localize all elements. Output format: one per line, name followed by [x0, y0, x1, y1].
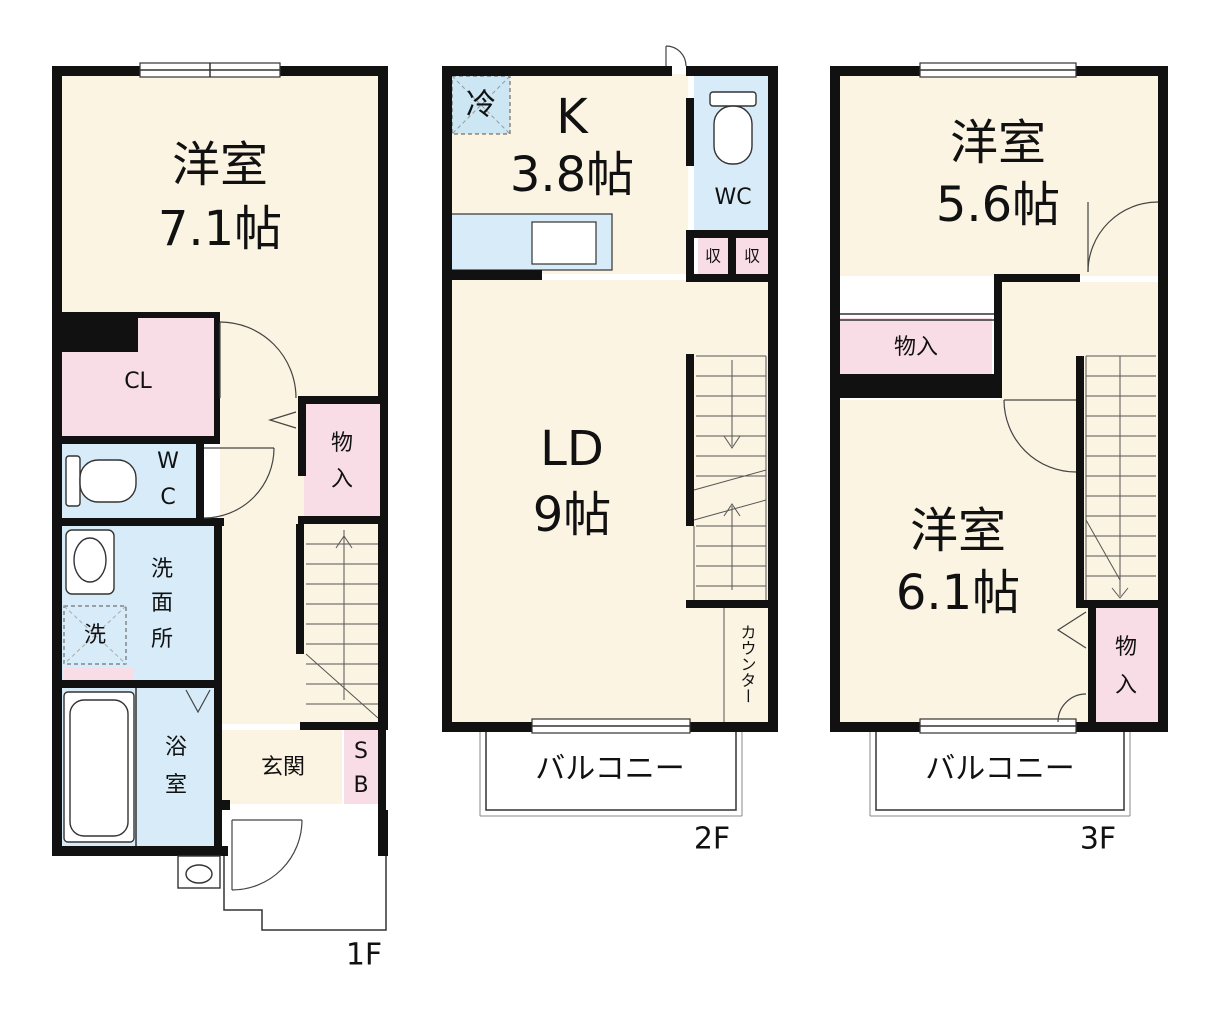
room-name-1f: 洋室 — [172, 137, 268, 193]
kitchen-name: K — [556, 89, 589, 145]
living-fill — [450, 280, 768, 724]
room-a-3f-name: 洋室 — [950, 115, 1046, 171]
washer-icon — [63, 605, 127, 665]
stairs-1f — [305, 530, 379, 719]
bathtub-icon — [63, 691, 135, 843]
washroom-label-2: 面 — [151, 591, 173, 616]
entrance-label: 玄関 — [261, 755, 305, 780]
balcony-3f-label: バルコニー — [925, 752, 1074, 787]
room-a-3f-fill — [840, 74, 1158, 276]
balcony-2f-label: バルコニー — [535, 752, 684, 787]
outdoor-sink-icon — [177, 855, 221, 889]
washroom-label-1: 洗 — [151, 557, 173, 582]
floor-2: 冷 K 3.8帖 WC 収 収 LD 9帖 カウンター バルコニー 2F — [442, 45, 778, 857]
toilet-1f-icon — [65, 455, 137, 507]
pinkstrip — [64, 668, 134, 680]
stairs-2f — [693, 355, 767, 722]
storage-1f-label-a: 物 — [331, 431, 353, 456]
washroom-label-3: 所 — [151, 627, 173, 652]
bath-label-2: 室 — [165, 773, 187, 798]
floor-1: 洋室 7.1帖 CL W C 物 入 洗 面 所 洗 浴 室 玄関 S B 1F — [52, 62, 388, 973]
floor-label-3f: 3F — [1080, 822, 1116, 857]
wc-2f-label: WC — [714, 185, 751, 210]
shoebox-fill — [344, 730, 378, 804]
storage-3f-b-label-b: 入 — [1115, 673, 1137, 698]
storage-1f-fill — [304, 402, 380, 518]
kitchen-size: 3.8帖 — [510, 147, 634, 203]
room-western-7-1 — [60, 74, 380, 314]
shoebox-label-b: B — [353, 773, 368, 798]
storage-2f-a-fill — [698, 238, 728, 274]
storage-2f-b-fill — [736, 238, 768, 274]
floor-label-1f: 1F — [346, 938, 382, 973]
counter-label: カウンター — [738, 624, 757, 704]
living-size: 9帖 — [533, 487, 612, 543]
fridge-label: 冷 — [466, 88, 496, 123]
wc-label-w: W — [157, 449, 179, 474]
closet-label: CL — [124, 369, 152, 394]
room-size-1f: 7.1帖 — [158, 201, 282, 257]
shoebox-label-s: S — [354, 739, 368, 764]
floor-label-2f: 2F — [694, 822, 730, 857]
washer-label: 洗 — [84, 623, 106, 648]
sink-icon — [65, 529, 115, 595]
room-a-3f-size: 5.6帖 — [936, 177, 1060, 233]
living-name: LD — [540, 421, 604, 477]
bath-label-1: 浴 — [165, 735, 187, 760]
storage-3f-b-fill — [1094, 608, 1158, 724]
storage-2f-b-label: 収 — [744, 247, 760, 266]
entrance-fill — [222, 730, 342, 804]
storage-3f-a-label: 物入 — [894, 335, 938, 360]
stairs-3f — [1085, 355, 1156, 600]
toilet-2f-icon — [709, 91, 757, 165]
storage-2f-a-label: 収 — [705, 247, 721, 266]
storage-3f-b-label-a: 物 — [1115, 635, 1137, 660]
wc-label-c: C — [160, 485, 175, 510]
storage-1f-label-b: 入 — [331, 467, 353, 492]
storage-3f-a-fill — [840, 318, 992, 374]
room-b-3f-name: 洋室 — [910, 503, 1006, 559]
room-b-3f-size: 6.1帖 — [896, 565, 1020, 621]
floor-3: 洋室 5.6帖 物入 洋室 6.1帖 物 入 バルコニー 3F — [830, 62, 1168, 857]
